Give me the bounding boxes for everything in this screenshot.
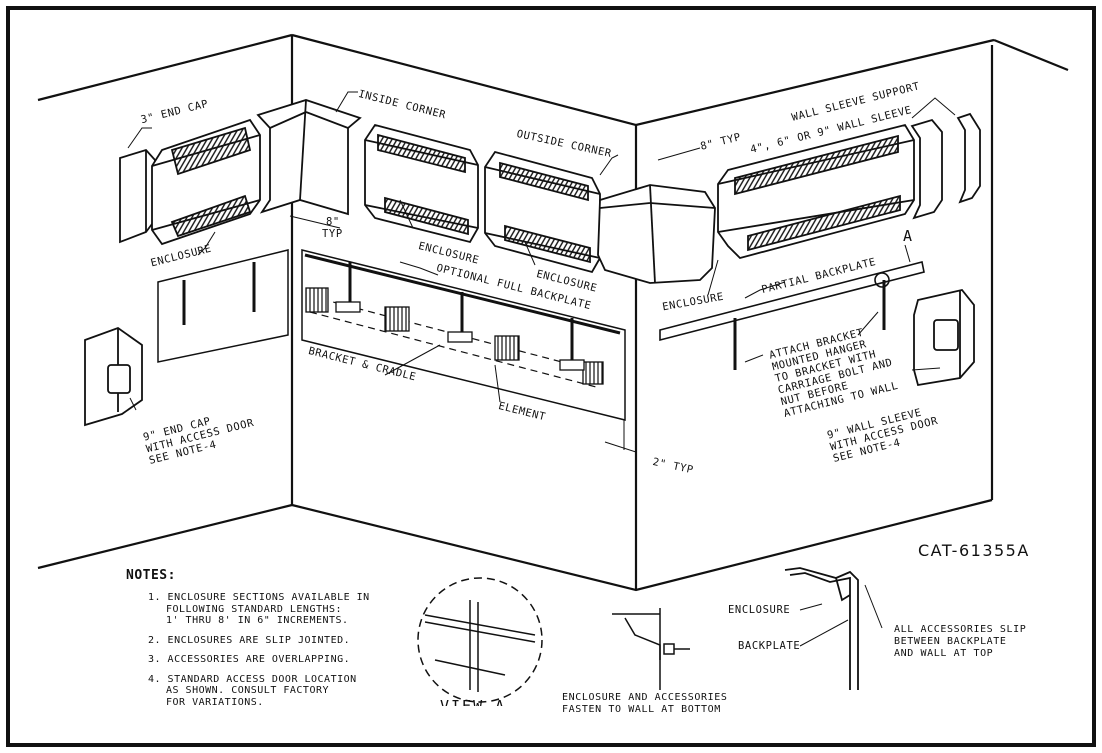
end-cap-9-in [84,326,143,427]
notes-title: NOTES: [126,568,176,583]
note-4-line-2: AS SHOWN. CONSULT FACTORY [166,685,330,696]
label-slip-accessories: ALL ACCESSORIES SLIP BETWEEN BACKPLATE A… [894,624,1026,660]
drawing-border [6,6,1096,747]
slip-line-2: BETWEEN BACKPLATE [894,636,1007,647]
label-view-a: VIEW-A [440,697,507,715]
slip-line-3: AND WALL AT TOP [894,648,994,659]
note-2: 2. ENCLOSURES ARE SLIP JOINTED. [148,634,351,646]
slip-joint-detail [784,567,859,690]
partial-backplate [659,261,925,370]
notes-list: 1. ENCLOSURE SECTIONS AVAILABLE IN FOLLO… [148,592,370,708]
label-fasten-bottom: ENCLOSURE AND ACCESSORIES FASTEN TO WALL… [562,692,728,716]
fasten-line-2: FASTEN TO WALL AT BOTTOM [562,704,721,715]
enclosure-mid-1 [364,123,479,244]
wall-sleeve-9-in [913,288,975,387]
enclosure-right [717,123,915,260]
label-detail-a: A [903,227,913,245]
note-3: 3. ACCESSORIES ARE OVERLAPPING. [148,654,351,665]
label-enclosure-detail: ENCLOSURE [728,604,791,616]
note-1-line-2: FOLLOWING STANDARD LENGTHS: [166,603,343,615]
note-4-line-1: 4. STANDARD ACCESS DOOR LOCATION [148,673,357,685]
heating-elements [305,287,604,385]
left-backplate [157,249,289,363]
end-cap-3-in [119,148,156,244]
enclosure-left [151,118,261,246]
fasten-line-1: ENCLOSURE AND ACCESSORIES [562,692,728,703]
enclosure-mid-2 [484,150,601,274]
note-4-line-3: FOR VARIATIONS. [166,696,264,708]
inside-corner [256,99,362,216]
outside-corner [597,184,716,284]
label-typ-mid: TYP [322,228,343,240]
label-backplate-detail: BACKPLATE [738,640,801,652]
note-1-line-3: 1' THRU 8' IN 6" INCREMENTS. [166,615,349,626]
label-8-mid: 8" [326,216,340,228]
wall-sleeve [910,112,981,220]
slip-line-1: ALL ACCESSORIES SLIP [894,624,1027,635]
catalog-number: CAT-61355A [918,541,1030,560]
view-a-detail [417,577,543,703]
fasten-bottom-detail [612,608,690,690]
leader-lines [127,91,956,647]
note-1-line-1: 1. ENCLOSURE SECTIONS AVAILABLE IN [148,592,370,603]
